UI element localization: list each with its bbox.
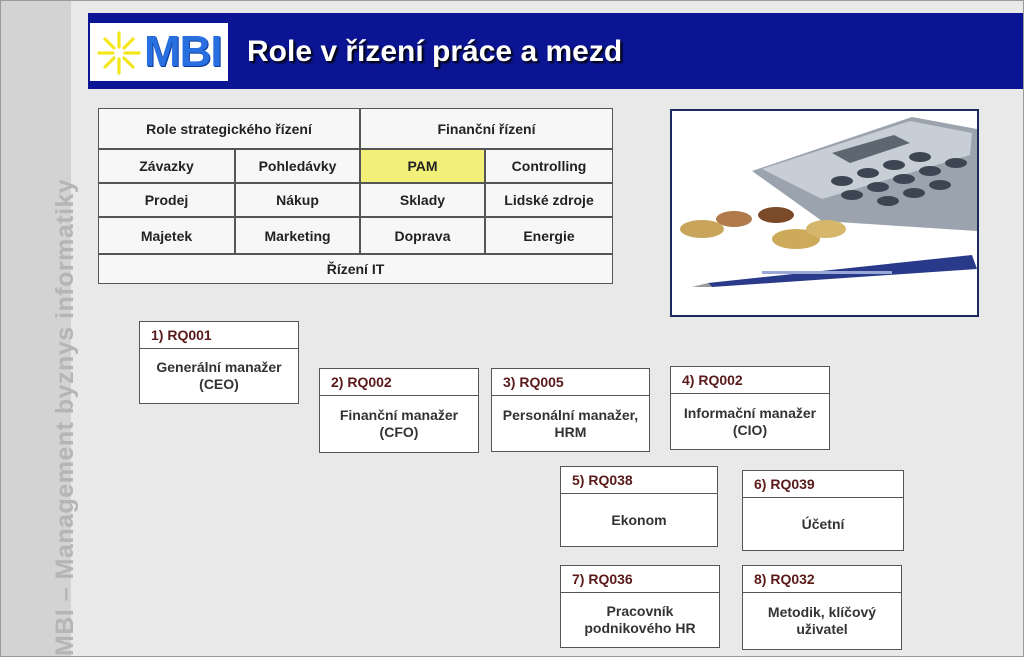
role-box-cfo: 2) RQ002 Finanční manažer (CFO) [319,368,479,453]
role-code: 5) RQ038 [561,467,717,494]
logo-text: MBI [144,27,223,76]
cell-human-resources: Lidské zdroje [485,183,613,217]
role-code: 4) RQ002 [671,367,829,394]
star-icon [97,31,141,75]
cell-purchasing: Nákup [235,183,360,217]
role-box-economist: 5) RQ038 Ekonom [560,466,718,547]
role-code: 7) RQ036 [561,566,719,593]
sidebar-vertical-text: MBI – Management byznys informatiky [51,178,79,656]
cell-warehouses: Sklady [360,183,485,217]
role-name: Účetní [801,515,845,532]
role-box-hr-worker: 7) RQ036 Pracovník podnikového HR [560,565,720,648]
role-code: 3) RQ005 [492,369,649,396]
cell-receivables: Pohledávky [235,149,360,183]
sidebar: MBI – Management byznys informatiky [1,1,79,656]
role-code: 6) RQ039 [743,471,903,498]
cell-liabilities: Závazky [98,149,235,183]
role-box-cio: 4) RQ002 Informační manažer (CIO) [670,366,830,450]
role-code: 2) RQ002 [320,369,478,396]
cell-pam-highlighted: PAM [360,149,485,183]
page-title: Role v řízení práce a mezd [247,35,623,68]
cell-energy: Energie [485,217,613,254]
cell-it-management: Řízení IT [98,254,613,284]
cell-marketing: Marketing [235,217,360,254]
role-name: Pracovník podnikového HR [584,603,696,636]
role-name: Informační manažer (CIO) [683,404,817,438]
role-name: Metodik, klíčový uživatel [767,604,877,637]
calculator-photo [670,109,979,317]
role-name: Ekonom [611,511,667,528]
role-name: Generální manažer (CEO) [156,359,282,392]
role-box-ceo: 1) RQ001 Generální manažer (CEO) [139,321,299,404]
role-code: 1) RQ001 [140,322,298,349]
role-name: Personální manažer, HRM [502,406,639,440]
role-box-accountant: 6) RQ039 Účetní [742,470,904,551]
mbi-logo: MBI [90,23,228,81]
role-name: Finanční manažer (CFO) [339,407,459,440]
cell-transport: Doprava [360,217,485,254]
role-code: 8) RQ032 [743,566,901,593]
cell-sales: Prodej [98,183,235,217]
cell-financial-management: Finanční řízení [360,108,613,149]
cell-assets: Majetek [98,217,235,254]
header-bar: MBI Role v řízení práce a mezd [88,13,1023,89]
cell-strategic-role: Role strategického řízení [98,108,360,149]
calculator-coins-pen-image [672,111,977,315]
role-box-methodist: 8) RQ032 Metodik, klíčový uživatel [742,565,902,650]
cell-controlling: Controlling [485,149,613,183]
role-box-hrm: 3) RQ005 Personální manažer, HRM [491,368,650,452]
